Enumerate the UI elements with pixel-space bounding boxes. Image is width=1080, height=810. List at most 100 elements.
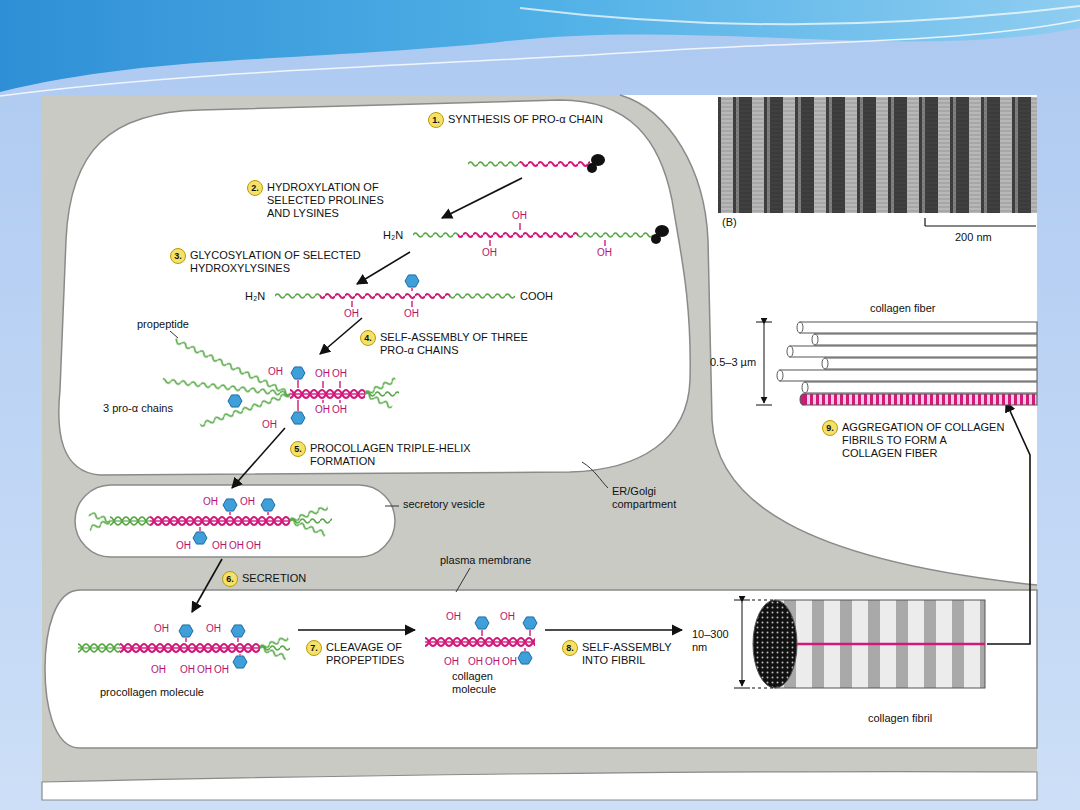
ellipse-shape — [822, 358, 828, 369]
hydroxyl-label: OH — [203, 496, 218, 508]
callout-number: 2. — [247, 180, 263, 196]
step-callout: 9.AGGREGATION OF COLLAGEN FIBRILS TO FOR… — [822, 420, 1007, 460]
path-shape — [764, 324, 765, 403]
hydroxyl-stubs — [352, 288, 412, 307]
ellipse-shape — [797, 322, 803, 333]
step-callout: 6.SECRETION — [222, 571, 362, 587]
rect-shape — [775, 600, 985, 688]
rect-shape — [258, 643, 288, 662]
step-arrow — [192, 559, 222, 612]
path-shape — [267, 512, 268, 515]
ellipse-shape — [812, 334, 818, 345]
hydroxyl-label: OH — [229, 540, 244, 552]
dimension-bracket — [756, 322, 772, 405]
g-shape — [110, 515, 150, 527]
callout-number: 8. — [562, 640, 578, 656]
pro-alpha-chain — [468, 159, 590, 169]
hydroxyl-label: OH — [500, 611, 515, 623]
propeptide-tail — [199, 389, 292, 429]
hydroxyl-label: OH — [315, 404, 330, 416]
propeptide-tail — [363, 389, 394, 411]
hydroxyl-label: OH — [502, 656, 517, 668]
sugar-hexagon — [223, 499, 237, 511]
collagen-molecule — [425, 636, 535, 648]
path-shape — [756, 322, 772, 323]
step-arrow — [442, 178, 522, 218]
rect-shape — [320, 291, 450, 301]
hydroxyl-label: OH — [206, 623, 221, 635]
rect-shape — [458, 230, 578, 240]
triple-helix — [290, 388, 365, 400]
part-label: plasma membrane — [440, 554, 531, 567]
rect-shape — [288, 516, 327, 538]
hydroxyl-label: OH — [214, 664, 229, 676]
secretory-vesicle — [75, 485, 395, 557]
hydroxyl-label: OH — [268, 366, 283, 378]
rect-shape — [275, 291, 320, 301]
hydroxyl-label: OH — [212, 540, 227, 552]
path-shape — [385, 506, 399, 507]
hydroxyl-label: OH — [482, 247, 497, 259]
rect-shape — [290, 388, 365, 400]
step-label: HYDROXYLATION OF SELECTED PROLINES AND L… — [267, 180, 402, 220]
ribosome — [587, 154, 605, 173]
terminus-label: H₂N — [245, 290, 265, 303]
hydroxyl-label: OH — [315, 368, 330, 380]
hydroxyl-label: OH — [262, 419, 277, 431]
glycosylated-chain — [275, 291, 515, 301]
path-shape — [239, 654, 240, 655]
hydroxyl-label: OH — [444, 656, 459, 668]
path-shape — [456, 568, 470, 592]
sugar-hexagon — [518, 652, 532, 664]
sugar-hexagon — [475, 617, 489, 629]
hydroxyl-label: OH — [154, 623, 169, 635]
path-shape — [351, 301, 352, 307]
hydroxyl-label: OH — [176, 540, 191, 552]
dimension-label: 10–300 nm — [692, 628, 736, 654]
hydroxyl-stubs — [482, 630, 530, 651]
panel-letter: (B) — [722, 216, 737, 229]
path-shape — [519, 223, 520, 230]
hydroxyl-label: OH — [597, 247, 612, 259]
rect-shape — [199, 389, 292, 429]
path-shape — [797, 643, 985, 646]
path-shape — [752, 688, 775, 689]
ellipse-shape — [777, 370, 783, 381]
rect-shape — [800, 322, 1037, 333]
rect-shape — [78, 642, 120, 654]
sugar-hexagon — [179, 625, 193, 637]
header-wave — [0, 0, 1080, 92]
dimension-bracket — [734, 600, 775, 688]
path-shape — [734, 688, 750, 689]
part-label: collagen molecule — [452, 670, 512, 696]
step-callout: 8.SELF-ASSEMBLY INTO FIBRIL — [562, 640, 682, 667]
path-shape — [925, 225, 1036, 226]
header-swoosh — [520, 6, 1080, 24]
path-shape — [185, 638, 186, 642]
hydroxyl-stubs — [490, 223, 605, 246]
rect-shape — [780, 370, 1037, 381]
hydroxyl-stubs — [200, 512, 268, 531]
hydroxyl-label: OH — [240, 496, 255, 508]
step-label: SELF-ASSEMBLY INTO FIBRIL — [582, 640, 682, 667]
part-label: secretory vesicle — [403, 498, 485, 511]
rect-shape — [363, 389, 394, 411]
g-shape — [78, 642, 120, 654]
hydroxyl-label: OH — [404, 308, 419, 320]
g-shape — [120, 642, 260, 654]
hydroxyl-stubs — [186, 638, 240, 655]
hydroxyl-label: OH — [468, 656, 483, 668]
rect-shape — [790, 346, 1037, 357]
g-shape — [88, 516, 112, 533]
hydroxyl-label: OH — [344, 308, 359, 320]
ribosome — [651, 225, 669, 244]
path-shape — [339, 381, 340, 388]
sugar-hexagon — [233, 656, 247, 668]
step-label: CLEAVAGE OF PROPEPTIDES — [326, 640, 421, 667]
step-label: SECRETION — [242, 571, 362, 585]
path-shape — [924, 218, 925, 226]
path-shape — [297, 380, 298, 388]
step-label: GLYCOSYLATION OF SELECTED HYDROXYLYSINES — [190, 248, 368, 275]
step-arrow — [232, 428, 285, 488]
step-arrow — [320, 318, 362, 354]
